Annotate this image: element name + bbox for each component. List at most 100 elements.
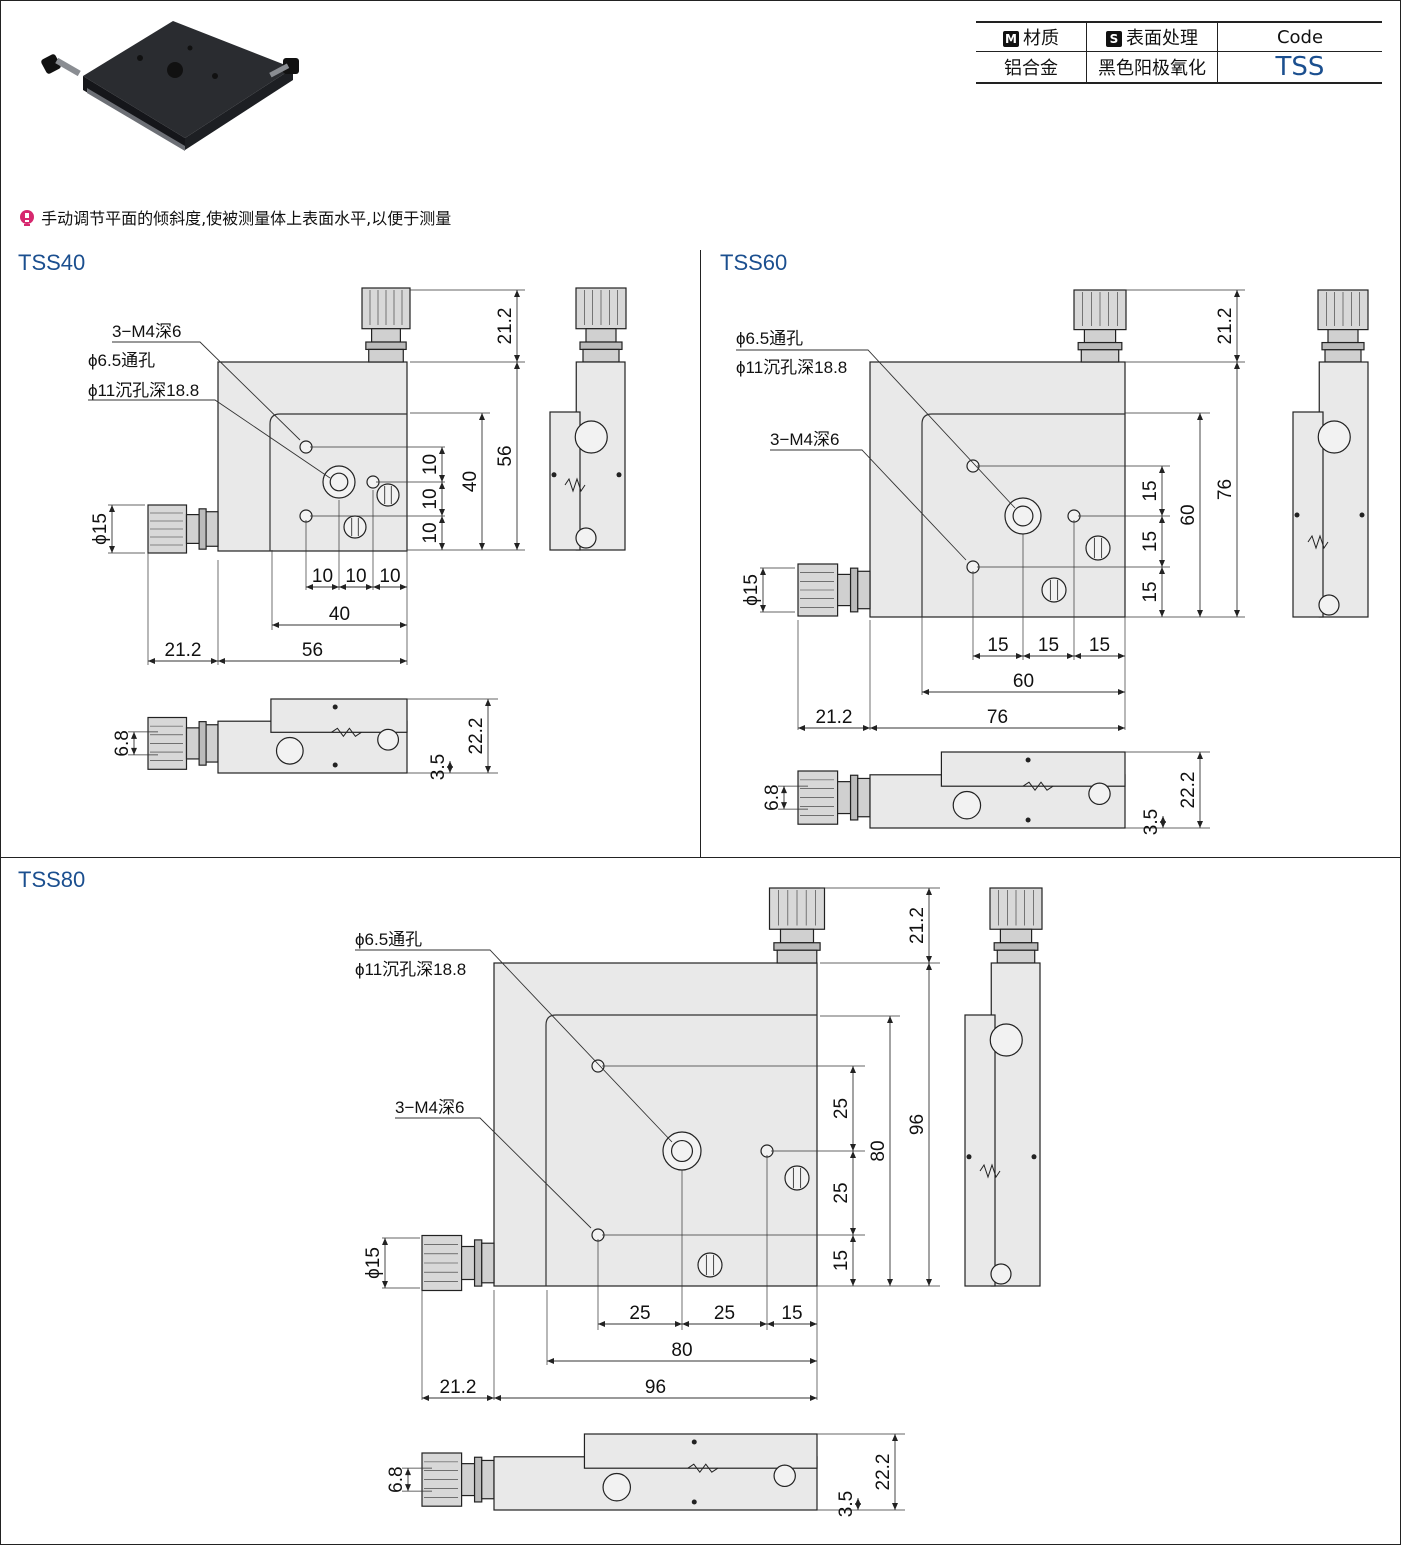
dimension-arrow — [405, 1484, 411, 1492]
tss80-side-upper — [990, 962, 1041, 1287]
tss80-label-tapped: 3−M4深6 — [395, 1098, 464, 1117]
tss60-dim-gap: 3.5 — [1141, 809, 1162, 835]
tss60-dim-b2: 15 — [1038, 635, 1059, 656]
tss60-side-view-knob-collar — [1321, 341, 1365, 351]
tss60-through-hole — [1012, 505, 1034, 527]
tss60-label-tapped: 3−M4深6 — [770, 430, 839, 449]
tss40-front-upper — [270, 698, 408, 733]
tss60-label-through: ϕ6.5通孔 — [736, 329, 803, 348]
dimension-arrow — [926, 1279, 932, 1286]
tss80-side-view-knob — [989, 887, 1043, 964]
dimension-arrow — [760, 605, 766, 612]
tss80-dim-height: 22.2 — [873, 1454, 894, 1491]
usage-note-text: 手动调节平面的倾斜度,使被测量体上表面水平,以便于测量 — [41, 209, 452, 228]
tss60-side-view-knob-neck — [1327, 329, 1359, 344]
tss40-label-counterbore: ϕ11沉孔深18.8 — [88, 381, 199, 400]
dimension-arrow — [810, 1321, 817, 1327]
dimension-arrow — [439, 516, 445, 523]
spec-surface-value: 黑色阳极氧化 — [1086, 51, 1218, 84]
tss40-top-knob-shaft — [368, 348, 404, 363]
tss60-title: TSS60 — [720, 250, 788, 275]
tss60-side-spring — [1307, 534, 1329, 550]
tss60-side-upper — [1318, 361, 1369, 618]
tss60-dim-d1: 15 — [1140, 480, 1161, 501]
dimension-arrow — [850, 1228, 856, 1235]
dimension-arrow — [1159, 610, 1165, 617]
tss80-side-roller — [990, 1263, 1012, 1285]
dimension-arrow — [1197, 752, 1203, 759]
dimension-arrow — [494, 1395, 501, 1401]
tss40-side-knob-collar — [198, 508, 207, 550]
tss60-front-upper — [940, 751, 1126, 787]
dimension-arrow — [887, 1016, 893, 1023]
tss40-screw — [376, 483, 400, 507]
product-photo — [41, 21, 299, 151]
dimension-arrow — [382, 1281, 388, 1288]
tss80-side-knob-shaft — [481, 1242, 495, 1284]
tss80-side-pin — [966, 1154, 972, 1160]
tss80-side-spring — [979, 1163, 1001, 1179]
dimension-arrow — [892, 1503, 898, 1510]
surface-header: 表面处理 — [1126, 28, 1198, 49]
tss60-dim-hole_span_v: 60 — [1178, 504, 1199, 525]
tss40-top-knob — [361, 287, 411, 363]
tss80-stage-edge — [545, 1014, 817, 1286]
dimension-arrow — [1160, 821, 1166, 828]
tss40-side-knob — [147, 504, 219, 554]
tss60-dim-total_h: 76 — [1215, 479, 1236, 500]
dimension-arrow — [850, 1151, 856, 1158]
dimension-arrow — [400, 584, 407, 590]
dimension-arrow — [926, 963, 932, 970]
tss60-front-pin — [1025, 757, 1031, 763]
tss80-screw — [697, 1252, 723, 1278]
tss60-front-knob-shaft — [857, 777, 871, 818]
tss80-label-counterbore: ϕ11沉孔深18.8 — [355, 960, 466, 979]
dimension-arrow — [332, 584, 339, 590]
tss60-side-knob-collar — [849, 567, 859, 613]
dimension-arrow — [850, 1066, 856, 1073]
dimension-arrow — [131, 731, 137, 739]
tss40-title: TSS40 — [18, 250, 86, 275]
tss80-dim-knob_w: 21.2 — [440, 1377, 477, 1398]
dimension-arrow — [1074, 653, 1081, 659]
tss60-dim-knob_h: 21.2 — [1215, 308, 1236, 345]
dimension-arrow — [485, 699, 491, 706]
dimension-arrow — [1197, 610, 1203, 617]
tss80-dim-knob_h: 21.2 — [907, 907, 928, 944]
tss80-counterbore-hole — [662, 1131, 702, 1171]
tss80-dim-total_h: 96 — [907, 1114, 928, 1135]
dimension-arrow — [439, 475, 445, 482]
spec-material-value: 铝合金 — [976, 51, 1087, 84]
dimension-arrow — [487, 1395, 494, 1401]
tss60-side-view — [1292, 289, 1369, 618]
tss80-top-knob — [768, 887, 826, 964]
tss40-front-ball — [275, 736, 304, 765]
dimension-arrow — [400, 622, 407, 628]
dimension-arrow — [850, 1235, 856, 1242]
dimension-arrow — [514, 355, 520, 362]
dimension-arrow — [211, 658, 218, 664]
tss40-dim-knob_h: 21.2 — [495, 308, 516, 345]
tss40-side-pin — [616, 472, 622, 478]
tss40-dim-front_h: 6.8 — [112, 730, 133, 756]
dimension-arrow — [760, 568, 766, 575]
dimension-arrow — [781, 786, 787, 794]
tss40-side-pin — [551, 472, 557, 478]
dimension-arrow — [1023, 653, 1030, 659]
tss60-dim-total_w: 76 — [987, 707, 1008, 728]
tss40-front-knob — [147, 716, 219, 770]
tss40-dim-b2: 10 — [345, 566, 366, 587]
usage-note: 手动调节平面的倾斜度,使被测量体上表面水平,以便于测量 — [18, 205, 451, 229]
dimension-arrow — [131, 747, 137, 755]
dimension-arrow — [109, 505, 115, 512]
dimension-arrow — [682, 1321, 689, 1327]
tss80-dim-d2: 25 — [831, 1182, 852, 1203]
tss80-dim-hole_span_v: 80 — [868, 1140, 889, 1161]
tss80-side-view-knob-collar — [993, 942, 1039, 951]
dimension-arrow — [1118, 725, 1125, 731]
tss60-front-ball — [952, 790, 982, 820]
section-divider-horizontal — [0, 857, 1401, 858]
tss80-top-knob-shaft — [776, 949, 818, 964]
